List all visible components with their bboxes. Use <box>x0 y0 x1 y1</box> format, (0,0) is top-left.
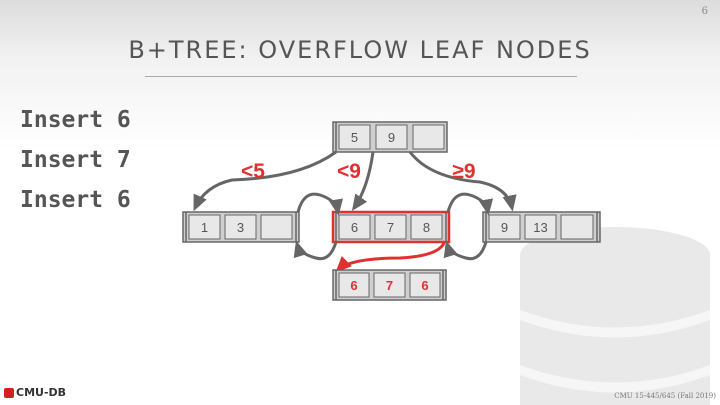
leaf-key: 13 <box>533 220 547 235</box>
edge-lt9 <box>351 151 375 211</box>
database-watermark-icon <box>520 227 710 405</box>
root-key: 5 <box>351 130 358 145</box>
overflow-node: 6 7 6 <box>332 269 447 301</box>
leaf-key: 9 <box>501 220 508 235</box>
slide-title: B+TREE: OVERFLOW LEAF NODES <box>128 36 592 64</box>
leaf-key: 8 <box>423 220 430 235</box>
overflow-key: 6 <box>350 278 357 293</box>
operation-step: Insert 6 <box>20 107 131 133</box>
course-footer: CMU 15-445/645 (Fall 2019) <box>614 392 716 400</box>
edge-label: ≥9 <box>452 160 475 183</box>
edge-label: <9 <box>337 160 361 183</box>
edge-ge9 <box>408 151 517 212</box>
title-divider <box>145 76 577 77</box>
leaf-key: 1 <box>201 220 208 235</box>
root-key: 9 <box>388 130 395 145</box>
edge-label: <5 <box>241 160 265 183</box>
edge-lt5 <box>193 150 337 212</box>
cmu-db-logo: CMU-DB <box>4 386 66 399</box>
operation-list: Insert 6 Insert 7 Insert 6 <box>20 104 131 224</box>
operation-step: Insert 7 <box>20 147 131 173</box>
leaf-key: 7 <box>387 220 394 235</box>
leaf-key: 6 <box>351 220 358 235</box>
overflow-key: 7 <box>386 278 393 293</box>
sibling-pointer-arrow <box>296 192 344 216</box>
overflow-key: 6 <box>421 278 428 293</box>
leaf-key: 3 <box>237 220 244 235</box>
sibling-pointer-arrow <box>446 192 494 216</box>
sibling-pointer-arrow <box>293 240 338 261</box>
leaf-node-highlighted: 6 7 8 <box>331 210 451 244</box>
slide-number: 6 <box>701 6 708 17</box>
overflow-pointer-arrow <box>335 242 446 273</box>
sibling-pointer-arrow <box>443 240 488 261</box>
leaf-node: 9 13 <box>482 211 601 243</box>
database-logo-icon <box>4 387 14 398</box>
operation-step: Insert 6 <box>20 187 131 213</box>
logo-text: CMU-DB <box>16 386 67 399</box>
leaf-node: 1 3 <box>182 211 300 243</box>
root-node: 5 9 <box>332 121 448 153</box>
